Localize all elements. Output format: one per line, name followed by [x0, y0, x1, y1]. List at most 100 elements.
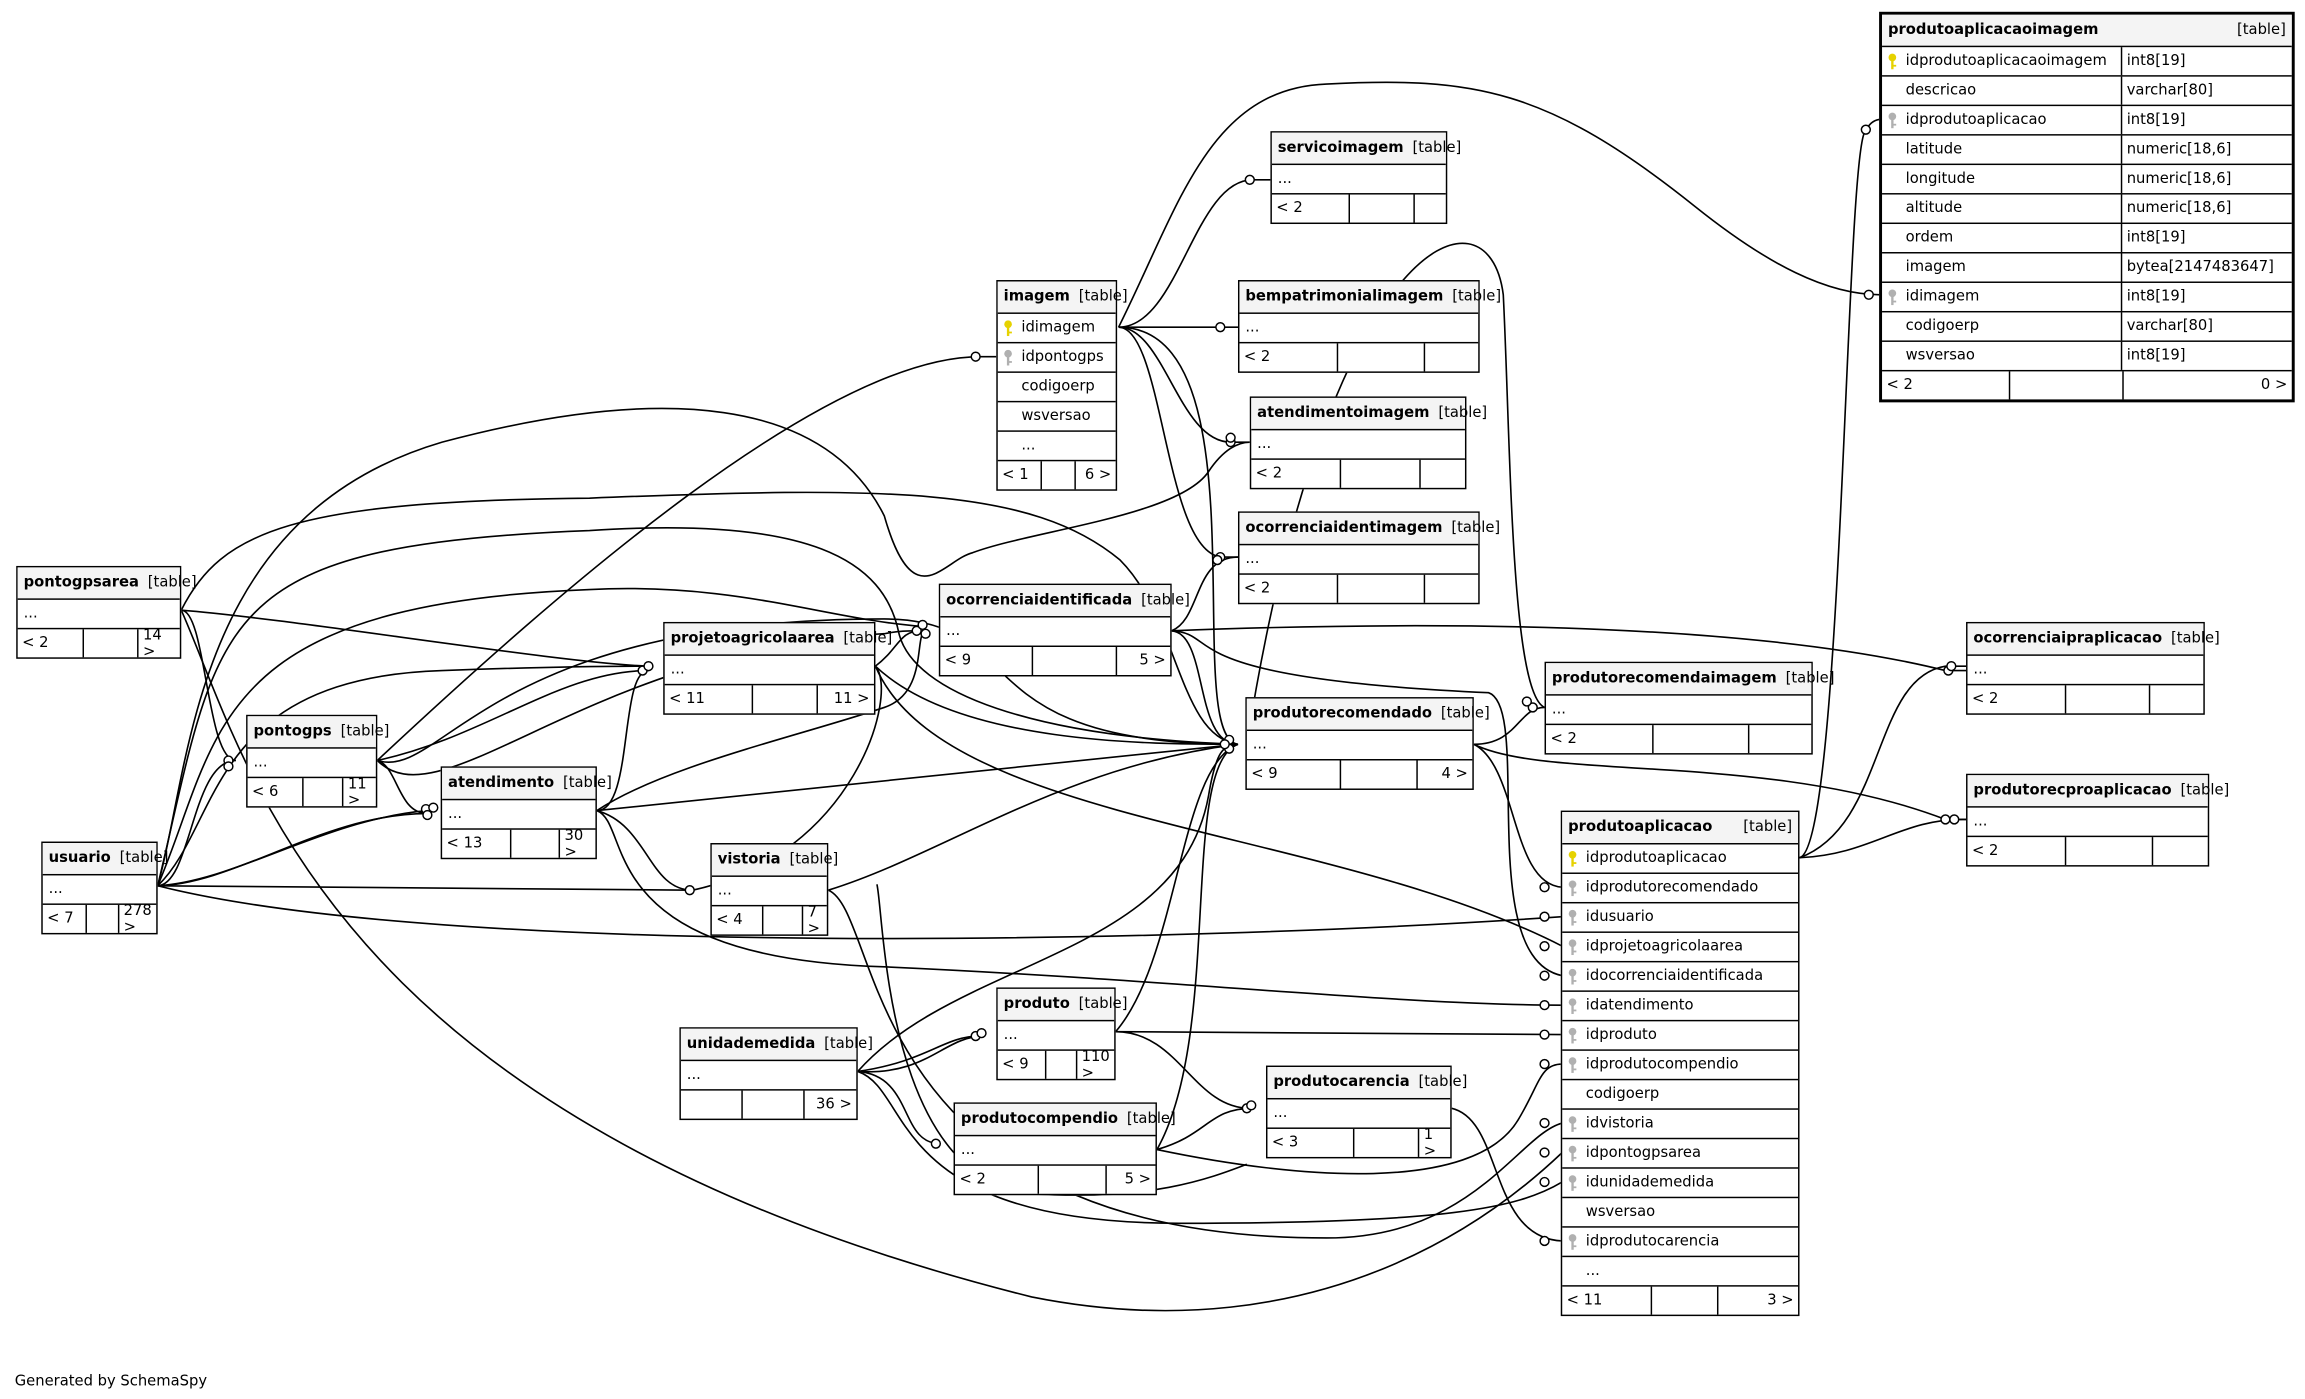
column-name[interactable]: latitude: [1905, 141, 1963, 158]
children-count[interactable]: 278 >: [123, 902, 152, 936]
children-count[interactable]: 14 >: [142, 627, 162, 660]
parents-count[interactable]: < 2: [1239, 343, 1339, 372]
table-header[interactable]: produtorecproaplicacao[table]: [1967, 775, 2229, 808]
parents-count[interactable]: < 2: [1239, 574, 1339, 603]
column-name[interactable]: codigoerp: [1585, 1086, 1660, 1103]
parents-count[interactable]: < 2: [1546, 725, 1654, 754]
table-name[interactable]: produto: [1003, 996, 1070, 1013]
collapsed-columns[interactable]: ...: [711, 877, 827, 907]
column-name[interactable]: ...: [1021, 437, 1036, 454]
parents-count[interactable]: < 2: [1251, 459, 1342, 488]
parents-count[interactable]: < 11: [665, 685, 754, 714]
table-produtoaplicacaoimagem[interactable]: produtoaplicacaoimagem [table] idproduto…: [1879, 11, 2295, 403]
collapsed-columns[interactable]: ...: [1967, 656, 2204, 686]
table-ocorrenciaidentimagem[interactable]: ocorrenciaidentimagem[table]...< 2: [1237, 511, 1500, 605]
table-header[interactable]: produtocompendio[table]: [955, 1103, 1176, 1137]
table-produtorecomendaimagem[interactable]: produtorecomendaimagem[table]...< 2: [1544, 661, 1834, 755]
table-name[interactable]: produtoaplicacao: [1568, 819, 1713, 836]
table-name[interactable]: atendimento: [448, 775, 555, 792]
column-name[interactable]: ...: [1585, 1263, 1600, 1280]
table-imagem[interactable]: imagem [table] idimagem idpontogps codigoe…: [996, 280, 1128, 491]
column-name[interactable]: idprodutorecomendado: [1585, 879, 1759, 897]
children-count[interactable]: 1 >: [1423, 1126, 1437, 1160]
table-name[interactable]: bempatrimonialimagem: [1245, 288, 1444, 306]
column-name[interactable]: idprojetoagricolaarea: [1585, 938, 1743, 956]
table-header[interactable]: pontogpsarea[table]: [17, 567, 197, 600]
table-header[interactable]: unidademedida[table]: [680, 1028, 873, 1062]
table-bempatrimonialimagem[interactable]: bempatrimonialimagem[table]...< 2: [1237, 280, 1501, 373]
column-row[interactable]: idprodutorecomendado: [1562, 874, 1799, 904]
table-header[interactable]: ocorrenciaidentificada[table]: [940, 585, 1190, 618]
children-count[interactable]: 3 >: [1767, 1292, 1794, 1309]
table-name[interactable]: produtocompendio: [960, 1111, 1119, 1128]
parents-count[interactable]: < 6: [248, 778, 304, 807]
collapsed-columns[interactable]: ...: [955, 1136, 1156, 1166]
table-header[interactable]: produtorecomendaimagem[table]: [1546, 663, 1834, 696]
collapsed-columns[interactable]: ...: [1967, 808, 2208, 838]
column-name[interactable]: idprodutoaplicacao: [1905, 112, 2047, 129]
table-name[interactable]: ocorrenciaidentimagem: [1245, 520, 1443, 537]
table-header[interactable]: produtorecomendado[table]: [1246, 698, 1490, 732]
column-name[interactable]: idunidademedida: [1585, 1174, 1715, 1191]
column-name[interactable]: wsversao: [1021, 408, 1091, 425]
table-header[interactable]: usuario[table]: [42, 843, 168, 876]
column-name[interactable]: idimagem: [1021, 319, 1096, 337]
collapsed-columns[interactable]: ...: [42, 875, 157, 905]
children-count[interactable]: [1415, 195, 1446, 223]
children-count[interactable]: [2150, 685, 2203, 713]
collapsed-columns[interactable]: ...: [997, 1021, 1115, 1051]
children-count[interactable]: 6 >: [1084, 467, 1112, 484]
collapsed-columns[interactable]: ...: [442, 800, 596, 830]
column-row[interactable]: idvistoria: [1562, 1110, 1799, 1140]
children-count[interactable]: 11 >: [347, 775, 367, 809]
column-row[interactable]: idatendimento: [1562, 992, 1799, 1022]
table-name[interactable]: pontogpsarea: [23, 574, 139, 591]
collapsed-columns[interactable]: ...: [1251, 430, 1465, 460]
table-name[interactable]: usuario: [48, 850, 111, 867]
column-row[interactable]: wsversao: [1562, 1198, 1799, 1228]
children-count[interactable]: 7 >: [807, 904, 821, 937]
column-name[interactable]: idprodutocarencia: [1585, 1233, 1720, 1250]
table-header[interactable]: produtoaplicacaoimagem [table]: [1882, 14, 2292, 48]
parents-count[interactable]: < 1: [998, 461, 1042, 490]
table-name[interactable]: produtorecomendado: [1252, 705, 1433, 723]
table-name[interactable]: servicoimagem: [1277, 140, 1404, 157]
column-name[interactable]: idprodutoaplicacaoimagem: [1905, 53, 2107, 70]
table-name[interactable]: ocorrenciaipraplicacao: [1973, 630, 2163, 647]
column-row[interactable]: idproduto: [1562, 1021, 1799, 1051]
table-header[interactable]: pontogps[table]: [247, 716, 389, 749]
column-row[interactable]: ...: [997, 432, 1116, 462]
collapsed-columns[interactable]: ...: [1239, 314, 1479, 344]
children-count[interactable]: [1749, 725, 1811, 753]
table-servicoimagem[interactable]: servicoimagem[table]...< 2: [1270, 131, 1461, 225]
children-count[interactable]: 110 >: [1081, 1048, 1110, 1082]
table-produtorecproaplicacao[interactable]: produtorecproaplicacao[table]...< 2: [1966, 773, 2229, 867]
table-name[interactable]: imagem: [1003, 288, 1070, 306]
table-unidademedida[interactable]: unidademedida[table]...36 >: [679, 1027, 873, 1121]
table-name[interactable]: unidademedida: [686, 1036, 816, 1053]
children-count[interactable]: [1421, 460, 1465, 488]
collapsed-columns[interactable]: ...: [680, 1061, 857, 1091]
children-count[interactable]: 4 >: [1441, 766, 1468, 783]
column-name[interactable]: descricao: [1905, 82, 1977, 99]
table-name[interactable]: produtorecproaplicacao: [1973, 782, 2172, 799]
column-row[interactable]: idunidademedida: [1562, 1169, 1799, 1199]
column-row[interactable]: codigoerp: [997, 373, 1116, 403]
table-name[interactable]: produtocarencia: [1273, 1074, 1410, 1091]
table-header[interactable]: produtoaplicacao [table]: [1562, 812, 1799, 845]
table-header[interactable]: imagem [table]: [997, 281, 1128, 314]
parents-count[interactable]: [681, 1090, 743, 1119]
column-name[interactable]: ordem: [1905, 229, 1954, 247]
collapsed-columns[interactable]: ...: [664, 656, 874, 686]
column-name[interactable]: idpontogps: [1021, 349, 1104, 366]
